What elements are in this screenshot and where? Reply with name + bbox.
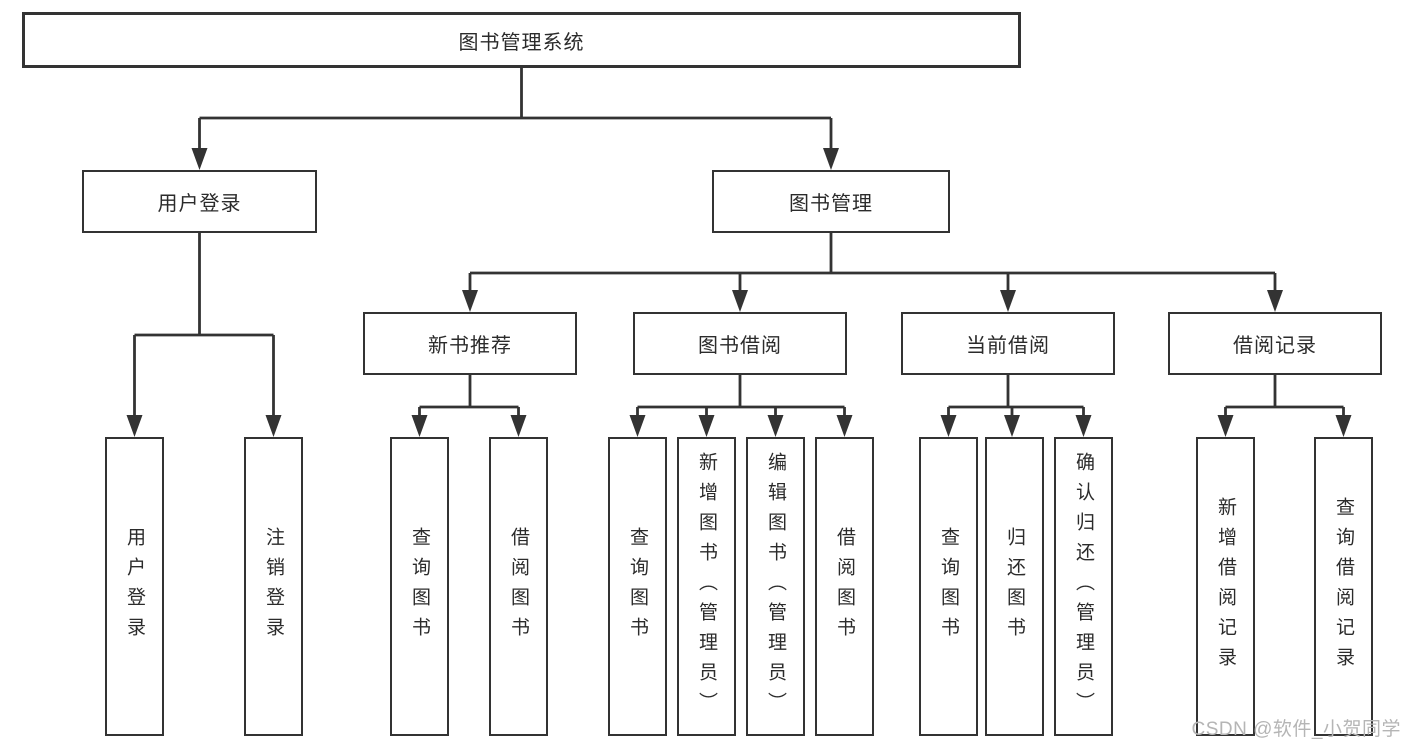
connector-root-to-level2 bbox=[198, 68, 833, 152]
node-borrow-records: 借阅记录 bbox=[1168, 312, 1382, 375]
leaf-confirm-return-admin: 确认归还（管理员） bbox=[1054, 437, 1113, 736]
node-user-login: 用户登录 bbox=[82, 170, 317, 233]
leaf-logout: 注销登录 bbox=[244, 437, 303, 736]
node-book-borrow: 图书借阅 bbox=[633, 312, 847, 375]
csdn-watermark: CSDN @软件_小贺同学 bbox=[1191, 719, 1401, 740]
connector-book-management-branch bbox=[468, 233, 1277, 294]
leaf-return-book: 归还图书 bbox=[985, 437, 1044, 736]
node-library-system-root: 图书管理系统 bbox=[22, 12, 1021, 68]
leaf-query-books-recommend: 查询图书 bbox=[390, 437, 449, 736]
node-new-book-recommend: 新书推荐 bbox=[363, 312, 577, 375]
connector-borrow-record-branch bbox=[1224, 375, 1345, 420]
leaf-query-borrow-record: 查询借阅记录 bbox=[1314, 437, 1373, 736]
leaf-query-books-borrow: 查询图书 bbox=[608, 437, 667, 736]
node-current-borrow: 当前借阅 bbox=[901, 312, 1115, 375]
connector-current-borrow-branch bbox=[947, 375, 1085, 420]
connector-new-book-branch bbox=[418, 375, 520, 420]
leaf-add-borrow-record: 新增借阅记录 bbox=[1196, 437, 1255, 736]
arrowheads bbox=[126, 148, 1352, 437]
leaf-edit-book-admin: 编辑图书（管理员） bbox=[746, 437, 805, 736]
connector-book-borrow-branch bbox=[636, 375, 846, 420]
node-book-management: 图书管理 bbox=[712, 170, 950, 233]
leaf-borrow-books: 借阅图书 bbox=[815, 437, 874, 736]
leaf-add-book-admin: 新增图书（管理员） bbox=[677, 437, 736, 736]
leaf-user-login: 用户登录 bbox=[105, 437, 164, 736]
leaf-borrow-books-recommend: 借阅图书 bbox=[489, 437, 548, 736]
leaf-query-books-current: 查询图书 bbox=[919, 437, 978, 736]
connector-user-login-branch bbox=[133, 233, 275, 419]
